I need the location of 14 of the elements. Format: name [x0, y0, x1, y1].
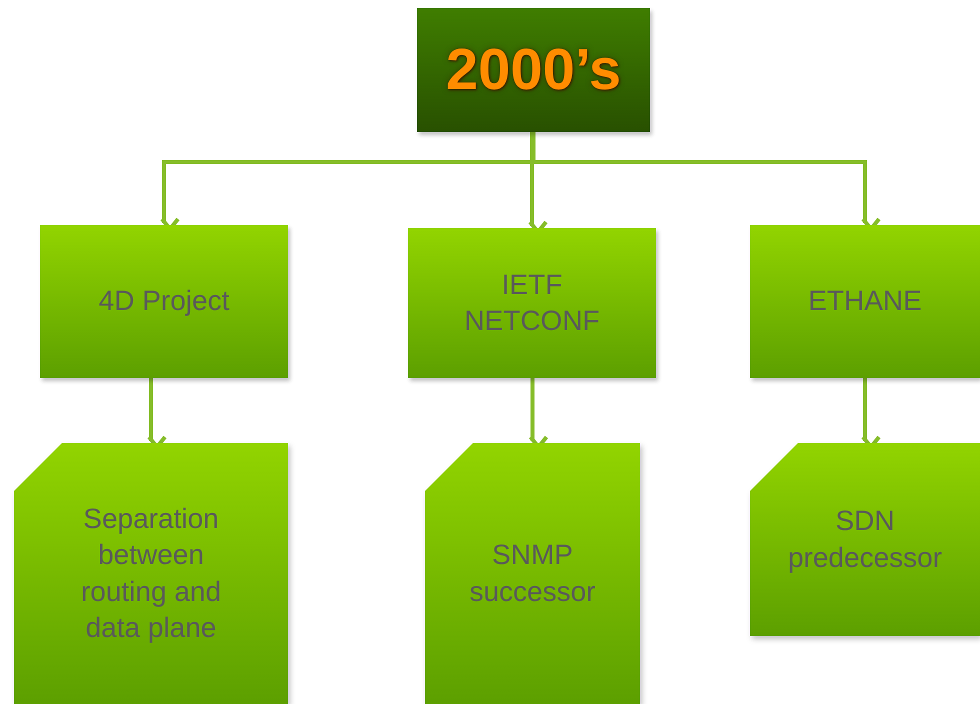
node-text: ETHANE — [808, 284, 922, 318]
heading-text: 2000’s — [446, 36, 622, 104]
node-text: SDN predecessor — [786, 504, 944, 575]
card-shape — [750, 443, 980, 636]
process-box — [40, 225, 288, 378]
node-text: Separation between routing and data plane — [80, 502, 222, 645]
process-box — [750, 225, 980, 378]
process-box — [417, 8, 650, 132]
card-shape — [14, 443, 288, 704]
node-text: SNMP successor — [468, 538, 597, 608]
node-text: 4D Project — [98, 284, 230, 318]
card-shape — [425, 443, 640, 704]
node-text: IETF NETCONF — [463, 268, 601, 338]
process-box — [408, 228, 656, 378]
